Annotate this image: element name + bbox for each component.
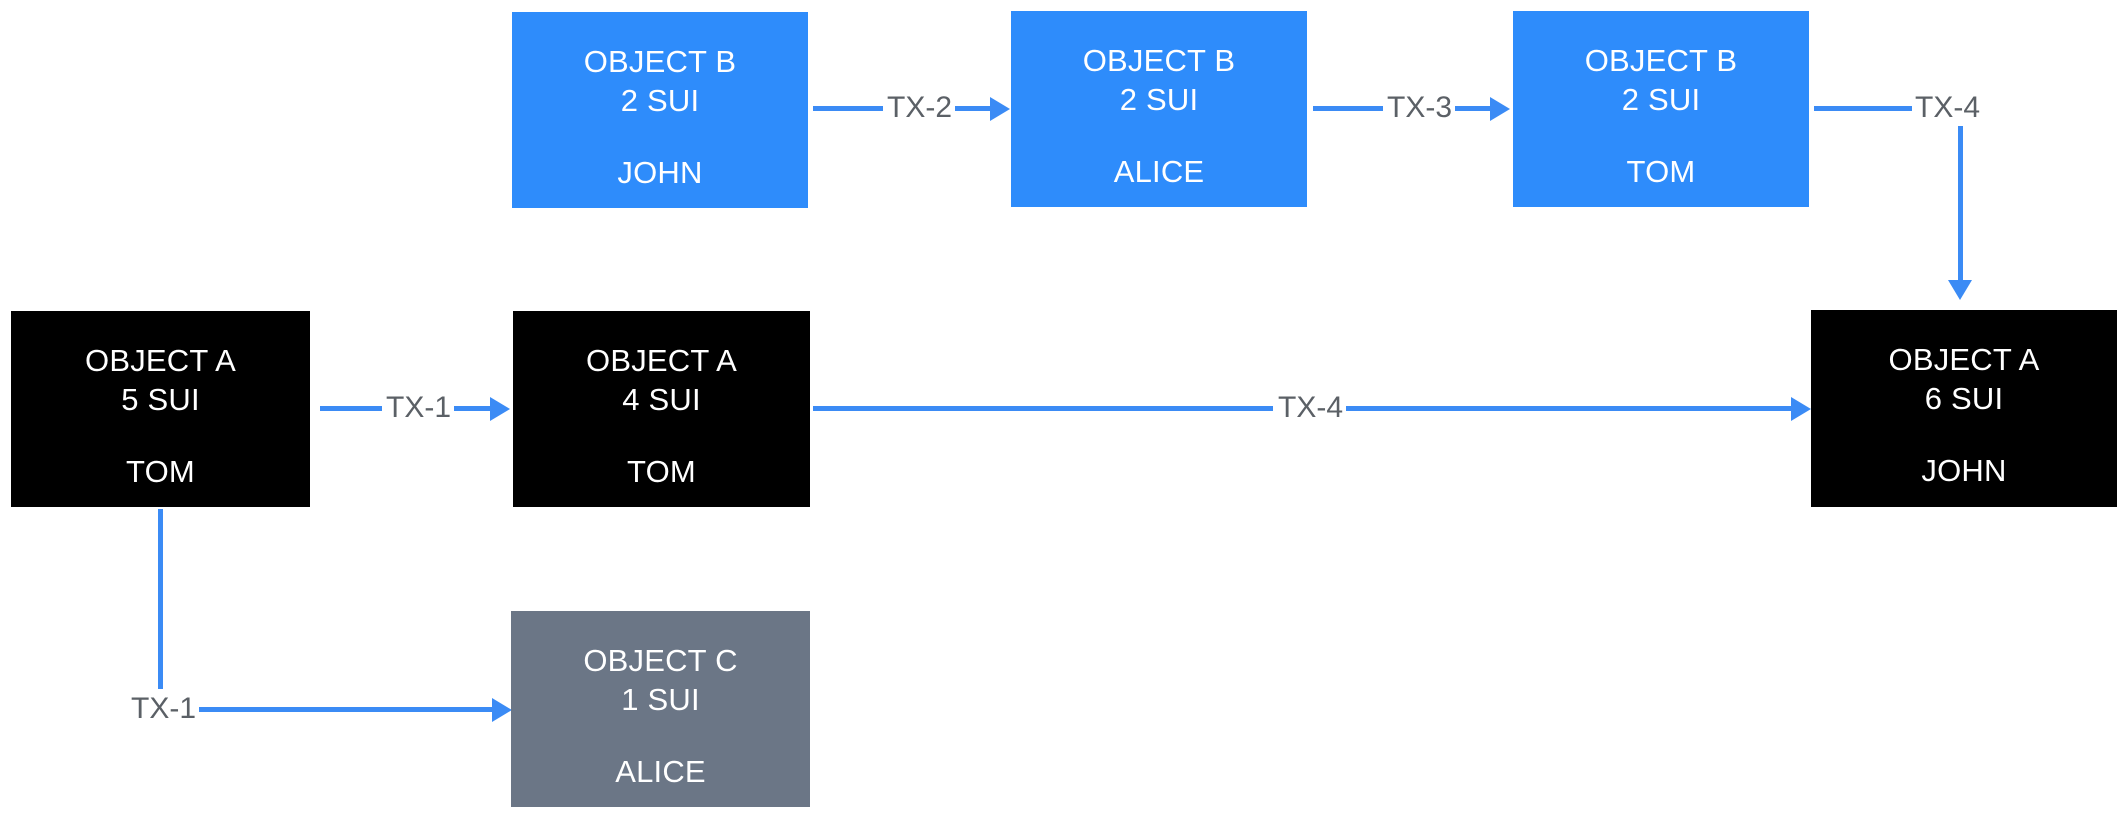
edge-tx-1-low-line-v (158, 509, 163, 689)
node-object-a-6sui-john[interactable]: OBJECT A 6 SUI JOHN (1811, 310, 2117, 507)
edge-tx-1-low-line-h (190, 707, 496, 712)
edge-tx-4-top-line-v (1958, 126, 1963, 281)
node-title: OBJECT C (583, 643, 738, 678)
edge-tx-4-mid-arrowhead (1791, 397, 1811, 421)
edge-label-tx-4-mid: TX-4 (1275, 393, 1347, 423)
node-amount: 2 SUI (1119, 81, 1199, 117)
node-amount: 4 SUI (622, 381, 701, 417)
edge-tx-4-top-line-h (1814, 106, 1912, 111)
node-object-b-tom[interactable]: OBJECT B 2 SUI TOM (1513, 11, 1809, 207)
node-owner: JOHN (1921, 453, 2007, 489)
edge-tx-2-line-left (813, 106, 883, 111)
node-title: OBJECT B (1584, 43, 1738, 78)
node-title: OBJECT B (583, 44, 737, 79)
edge-tx-1-mid-line-left (320, 406, 382, 411)
node-amount: 2 SUI (1621, 81, 1701, 117)
edge-tx-1-mid-arrowhead (490, 397, 510, 421)
node-object-b-john[interactable]: OBJECT B 2 SUI JOHN (512, 12, 808, 208)
edge-label-tx-4-top: TX-4 (1912, 93, 1984, 123)
edge-tx-3-arrowhead (1490, 97, 1510, 121)
edge-label-tx-2: TX-2 (884, 93, 956, 123)
node-title: OBJECT B (1082, 43, 1236, 78)
node-title: OBJECT A (1888, 342, 2040, 377)
node-owner: JOHN (617, 155, 703, 191)
node-owner: ALICE (1113, 154, 1205, 190)
edge-tx-2-arrowhead (990, 97, 1010, 121)
node-owner: TOM (1626, 154, 1696, 190)
node-object-b-alice[interactable]: OBJECT B 2 SUI ALICE (1011, 11, 1307, 207)
edge-tx-4-top-arrowhead (1948, 280, 1972, 300)
edge-tx-3-line-right (1451, 106, 1493, 111)
edge-tx-1-low-arrowhead (492, 698, 512, 722)
node-owner: TOM (627, 454, 696, 490)
node-title: OBJECT A (586, 343, 737, 378)
node-object-c-alice[interactable]: OBJECT C 1 SUI ALICE (511, 611, 810, 807)
node-amount: 2 SUI (620, 82, 700, 118)
edge-tx-1-mid-line-right (452, 406, 494, 411)
node-amount: 1 SUI (621, 681, 700, 717)
edge-label-tx-3: TX-3 (1384, 93, 1456, 123)
node-amount: 6 SUI (1924, 380, 2004, 416)
node-owner: ALICE (615, 754, 706, 790)
node-object-a-4sui-tom[interactable]: OBJECT A 4 SUI TOM (513, 311, 810, 507)
edge-tx-3-line-left (1313, 106, 1383, 111)
edge-tx-4-mid-line-left (813, 406, 1273, 411)
node-amount: 5 SUI (121, 381, 200, 417)
edge-tx-2-line-right (951, 106, 993, 111)
node-object-a-5sui-tom[interactable]: OBJECT A 5 SUI TOM (11, 311, 310, 507)
edge-label-tx-1-mid: TX-1 (383, 393, 455, 423)
edge-label-tx-1-low: TX-1 (128, 694, 200, 724)
edge-tx-4-mid-line-right (1343, 406, 1795, 411)
node-owner: TOM (126, 454, 195, 490)
node-title: OBJECT A (85, 343, 236, 378)
